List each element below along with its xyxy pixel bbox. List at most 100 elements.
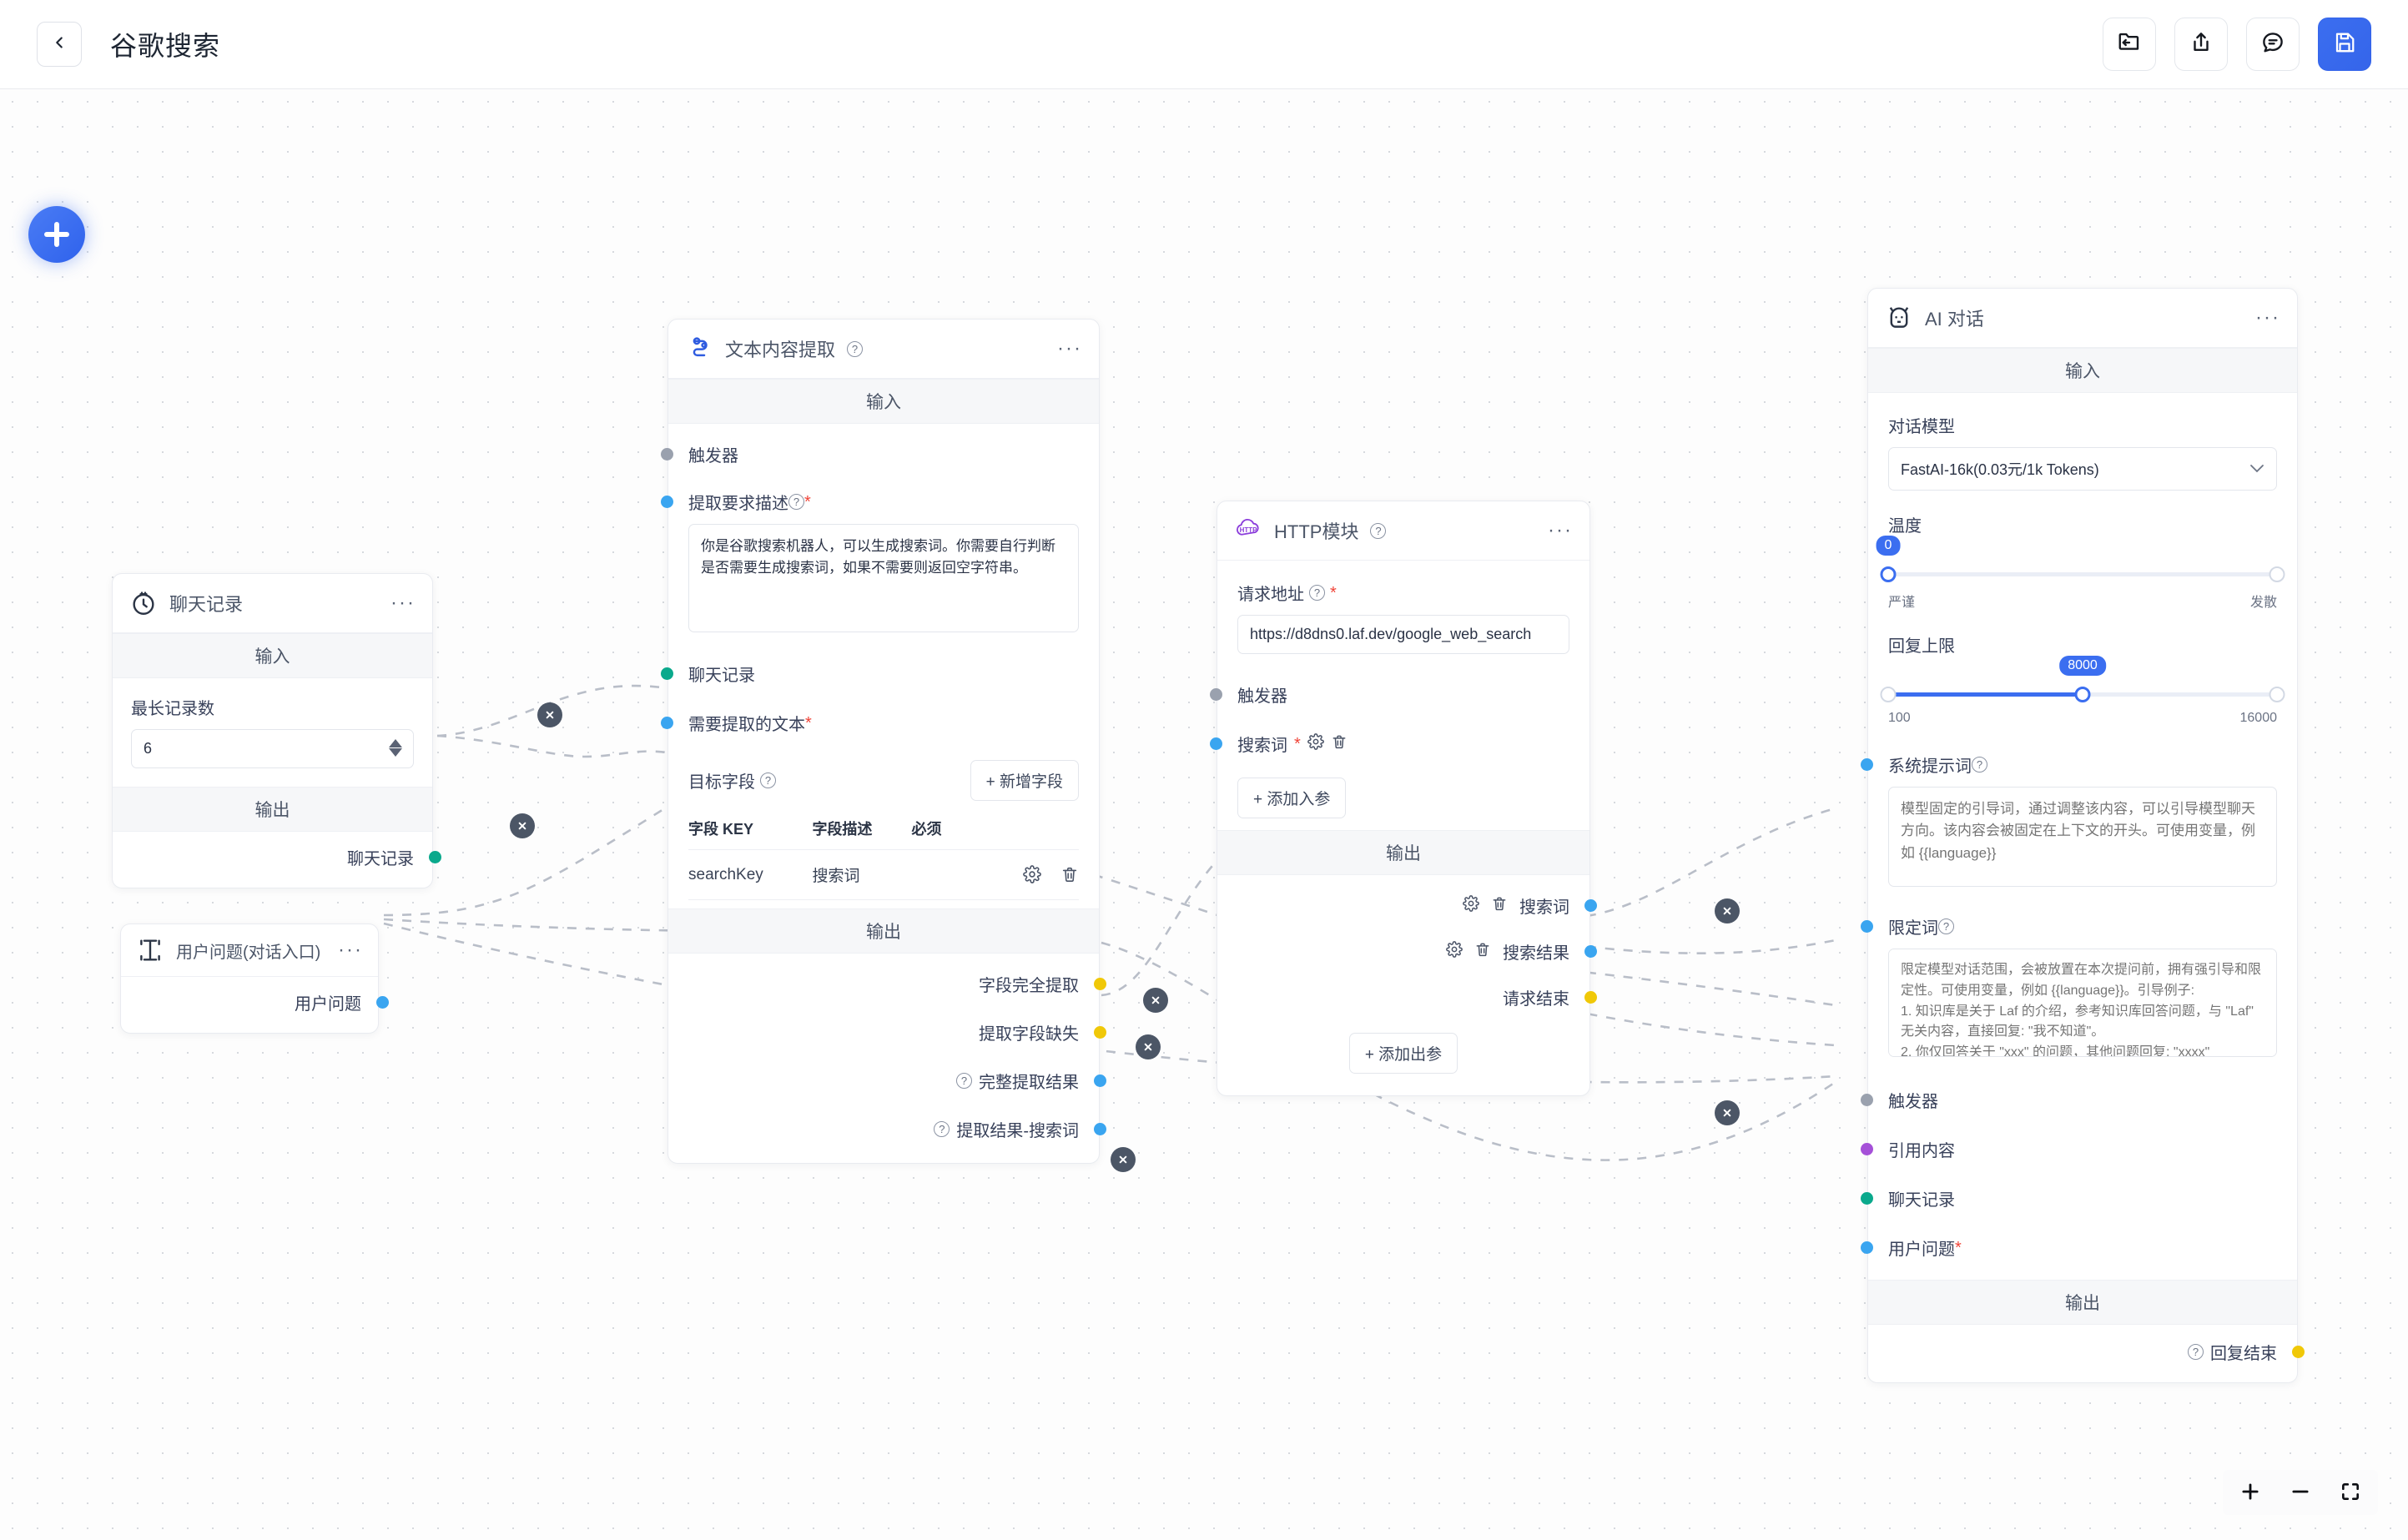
input-port-extract-prompt[interactable]: 提取要求描述 ? *	[661, 490, 1079, 514]
input-port-chat-history[interactable]: 聊天记录	[1861, 1186, 2277, 1210]
qualifier-textarea[interactable]	[1888, 949, 2277, 1057]
help-icon[interactable]: ?	[1938, 918, 1954, 934]
trash-icon[interactable]	[1045, 866, 1079, 883]
save-button[interactable]	[2318, 18, 2371, 71]
chat-test-button[interactable]	[2246, 18, 2300, 71]
max-records-input[interactable]	[131, 729, 414, 768]
input-port-quote[interactable]: 引用内容	[1861, 1137, 2277, 1161]
trash-icon[interactable]	[1491, 895, 1508, 917]
node-menu-button[interactable]: ···	[1548, 519, 1573, 541]
input-port-trigger[interactable]: 触发器	[661, 442, 1079, 466]
temperature-slider[interactable]: 0	[1876, 536, 2285, 586]
zoom-out-button[interactable]	[2278, 1470, 2323, 1515]
zoom-in-button[interactable]	[2228, 1470, 2273, 1515]
stepper-up-icon[interactable]	[389, 737, 402, 752]
port-dot-yellow[interactable]	[1094, 978, 1106, 990]
port-dot-purple[interactable]	[1861, 1143, 1873, 1155]
input-port-user-question[interactable]: 用户问题 *	[1861, 1236, 2277, 1260]
edge-delete-button[interactable]	[510, 813, 535, 838]
help-icon[interactable]: ?	[760, 773, 776, 788]
extract-prompt-textarea[interactable]	[688, 524, 1079, 632]
input-port-chat-history[interactable]: 聊天记录	[661, 662, 1079, 686]
node-menu-button[interactable]: ···	[390, 591, 416, 614]
node-menu-button[interactable]: ···	[1057, 337, 1082, 360]
help-icon[interactable]: ?	[1309, 585, 1325, 601]
node-user-question[interactable]: 用户问题(对话入口) ··· 用户问题	[120, 923, 389, 1034]
gear-icon[interactable]	[1446, 940, 1463, 963]
input-port-trigger[interactable]: 触发器	[1210, 682, 1569, 707]
port-dot-blue[interactable]	[1584, 945, 1597, 958]
input-port-trigger[interactable]: 触发器	[1861, 1088, 2277, 1112]
slider-knob[interactable]	[1880, 566, 1897, 582]
chat-model-select[interactable]: FastAI-16k(0.03元/1k Tokens)	[1888, 447, 2277, 491]
node-http-module[interactable]: HTTP HTTP模块 ? ··· 请求地址 ? * 触发器 搜索词 *	[1210, 501, 1597, 1096]
output-port-answer-finish[interactable]: ? 回复结束	[1888, 1340, 2305, 1364]
gear-icon[interactable]	[1307, 732, 1324, 755]
port-dot-blue[interactable]	[1094, 1123, 1106, 1135]
port-dot-yellow[interactable]	[1094, 1026, 1106, 1039]
output-port-search-result[interactable]: 搜索结果	[1237, 939, 1597, 964]
port-dot-blue[interactable]	[1094, 1074, 1106, 1087]
fit-view-button[interactable]	[2328, 1470, 2373, 1515]
gear-icon[interactable]	[1463, 894, 1479, 917]
port-dot-yellow[interactable]	[1584, 991, 1597, 1004]
node-menu-button[interactable]: ···	[338, 939, 363, 961]
slider-knob[interactable]	[2074, 687, 2091, 702]
help-icon[interactable]: ?	[788, 494, 804, 510]
port-dot-blue[interactable]	[1584, 899, 1597, 912]
output-port-search-key[interactable]: 搜索词	[1237, 893, 1597, 918]
output-port-request-finish[interactable]: 请求结束	[1237, 985, 1597, 1009]
port-dot-blue[interactable]	[1210, 737, 1222, 750]
export-button[interactable]	[2174, 18, 2228, 71]
port-dot-blue[interactable]	[661, 717, 673, 729]
node-ai-chat[interactable]: AI 对话 ··· 输入 对话模型 FastAI-16k(0.03元/1k To…	[1861, 288, 2305, 1383]
max-tokens-slider[interactable]: 8000	[1880, 656, 2285, 707]
input-port-system-prompt[interactable]: 系统提示词 ?	[1861, 752, 2277, 777]
add-field-button[interactable]: + 新增字段	[970, 760, 1079, 801]
edge-delete-button[interactable]	[1715, 898, 1740, 923]
trash-icon[interactable]	[1474, 941, 1491, 963]
output-port-user-question[interactable]: 用户问题	[138, 990, 389, 1014]
import-folder-button[interactable]	[2103, 18, 2156, 71]
request-url-input[interactable]	[1237, 615, 1569, 654]
help-icon[interactable]: ?	[934, 1121, 950, 1137]
edge-delete-button[interactable]	[1136, 1034, 1161, 1059]
help-icon[interactable]: ?	[1972, 757, 1987, 773]
help-icon[interactable]: ?	[2188, 1344, 2204, 1360]
table-row[interactable]: searchKey 搜索词	[688, 849, 1079, 900]
port-dot-teal[interactable]	[1861, 1192, 1873, 1205]
port-dot-blue[interactable]	[376, 996, 389, 1009]
port-dot-blue[interactable]	[661, 496, 673, 508]
edge-delete-button[interactable]	[1715, 1100, 1740, 1125]
add-node-button[interactable]	[28, 206, 85, 263]
port-dot-blue[interactable]	[1861, 920, 1873, 933]
help-icon[interactable]: ?	[847, 340, 864, 357]
workflow-canvas[interactable]: 聊天记录 ··· 输入 最长记录数 输出 聊天记录	[0, 89, 2408, 1540]
gear-icon[interactable]	[1008, 865, 1045, 884]
back-button[interactable]	[37, 22, 82, 67]
help-icon[interactable]: ?	[956, 1073, 972, 1089]
output-port-fields-complete[interactable]: 字段完全提取	[688, 972, 1106, 996]
node-menu-button[interactable]: ···	[2255, 306, 2280, 329]
add-output-param-button[interactable]: + 添加出参	[1348, 1033, 1458, 1074]
system-prompt-textarea[interactable]	[1888, 787, 2277, 887]
input-port-source-text[interactable]: 需要提取的文本 *	[661, 711, 1079, 735]
output-port-fields-missing[interactable]: 提取字段缺失	[688, 1020, 1106, 1044]
output-port-chat-history[interactable]: 聊天记录	[131, 845, 441, 869]
node-text-extract[interactable]: 文本内容提取 ? ··· 输入 触发器 提取要求描述 ? * 聊天记录	[661, 319, 1106, 1164]
port-dot-teal[interactable]	[661, 667, 673, 680]
port-dot-blue[interactable]	[1861, 758, 1873, 771]
port-dot-gray[interactable]	[661, 448, 673, 460]
stepper-down-icon[interactable]	[389, 746, 402, 761]
port-dot-gray[interactable]	[1210, 688, 1222, 701]
help-icon[interactable]: ?	[1370, 522, 1387, 539]
edge-delete-button[interactable]	[537, 702, 562, 727]
port-dot-gray[interactable]	[1861, 1094, 1873, 1106]
trash-icon[interactable]	[1331, 733, 1348, 755]
edge-delete-button[interactable]	[1111, 1147, 1136, 1172]
add-input-param-button[interactable]: + 添加入参	[1237, 778, 1347, 818]
node-chat-history[interactable]: 聊天记录 ··· 输入 最长记录数 输出 聊天记录	[112, 573, 441, 888]
edge-delete-button[interactable]	[1143, 988, 1168, 1013]
output-port-full-result[interactable]: ? 完整提取结果	[688, 1069, 1106, 1093]
output-port-result-searchkey[interactable]: ? 提取结果-搜索词	[688, 1117, 1106, 1141]
